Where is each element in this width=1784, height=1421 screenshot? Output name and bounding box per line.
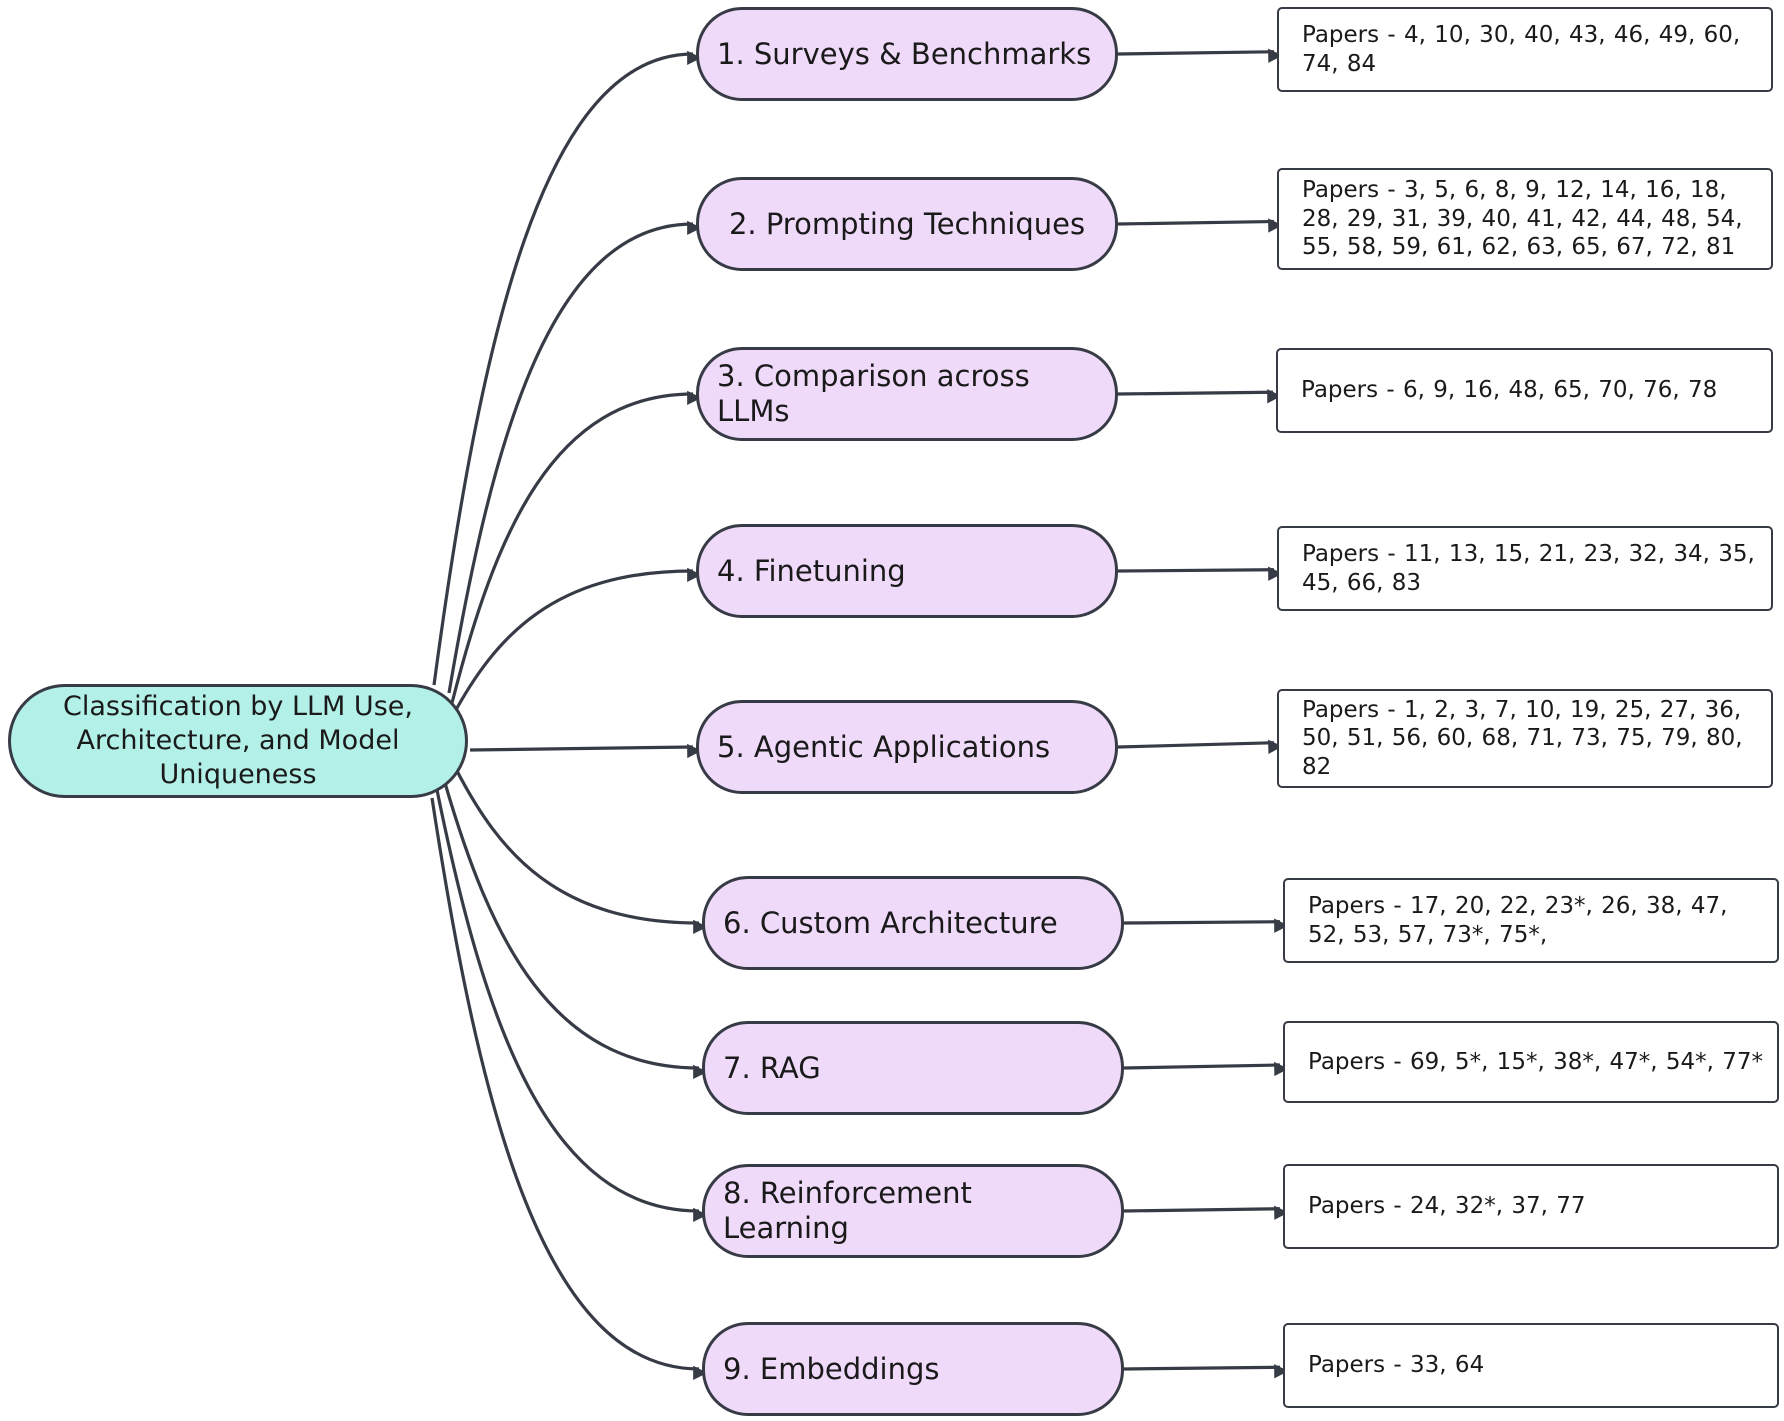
connector-root-to-category-2 xyxy=(447,220,702,694)
category-node-prompting-techniques: 2. Prompting Techniques xyxy=(696,177,1118,271)
category-label: 1. Surveys & Benchmarks xyxy=(717,36,1092,71)
connector-category-to-papers-9 xyxy=(1123,1364,1289,1379)
category-label: 5. Agentic Applications xyxy=(717,729,1051,764)
papers-box-finetuning: Papers - 11, 13, 15, 21, 23, 32, 34, 35,… xyxy=(1277,526,1773,611)
connector-category-to-papers-4 xyxy=(1117,566,1283,581)
papers-list: Papers - 17, 20, 22, 23*, 26, 38, 47, 52… xyxy=(1308,893,1728,948)
papers-list: Papers - 24, 32*, 37, 77 xyxy=(1308,1193,1586,1220)
papers-list: Papers - 3, 5, 6, 8, 9, 12, 14, 16, 18, … xyxy=(1302,177,1743,261)
category-label: 7. RAG xyxy=(723,1050,821,1085)
connector-category-to-papers-7 xyxy=(1123,1061,1289,1077)
papers-list: Papers - 4, 10, 30, 40, 43, 46, 49, 60, … xyxy=(1302,22,1741,77)
connector-root-to-category-1 xyxy=(432,50,702,686)
category-label: 3. Comparison across LLMs xyxy=(717,359,1030,428)
papers-list: Papers - 69, 5*, 15*, 38*, 47*, 54*, 77* xyxy=(1308,1048,1764,1075)
papers-list: Papers - 1, 2, 3, 7, 10, 19, 25, 27, 36,… xyxy=(1302,696,1743,780)
category-label: 6. Custom Architecture xyxy=(723,905,1058,940)
category-label: 4. Finetuning xyxy=(717,553,906,588)
root-label: Classification by LLM Use, Architecture,… xyxy=(63,691,413,790)
category-node-rag: 7. RAG xyxy=(702,1021,1124,1115)
papers-box-embeddings: Papers - 33, 64 xyxy=(1283,1323,1779,1408)
connector-category-to-papers-2 xyxy=(1117,218,1283,233)
connector-category-to-papers-8 xyxy=(1123,1205,1289,1220)
connector-root-to-category-9 xyxy=(430,797,708,1381)
category-label: 2. Prompting Techniques xyxy=(728,206,1086,241)
connector-root-to-category-4 xyxy=(450,567,702,718)
connector-root-to-category-8 xyxy=(435,789,708,1223)
connector-category-to-papers-6 xyxy=(1123,918,1289,933)
connector-category-to-papers-3 xyxy=(1117,389,1282,404)
papers-list: Papers - 33, 64 xyxy=(1308,1352,1485,1379)
papers-box-prompting-techniques: Papers - 3, 5, 6, 8, 9, 12, 14, 16, 18, … xyxy=(1277,168,1773,270)
category-node-reinforcement-learning: 8. Reinforcement Learning xyxy=(702,1164,1124,1258)
connector-root-to-category-5 xyxy=(469,743,702,759)
root-node: Classification by LLM Use, Architecture,… xyxy=(8,684,468,798)
connector-root-to-category-7 xyxy=(443,782,708,1080)
connector-category-to-papers-5 xyxy=(1117,739,1283,754)
papers-box-rag: Papers - 69, 5*, 15*, 38*, 47*, 54*, 77* xyxy=(1283,1021,1779,1103)
connector-root-to-category-3 xyxy=(450,390,702,704)
connector-category-to-papers-1 xyxy=(1117,48,1283,63)
papers-box-comparison-across-llms: Papers - 6, 9, 16, 48, 65, 70, 76, 78 xyxy=(1276,348,1773,433)
category-node-surveys-benchmarks: 1. Surveys & Benchmarks xyxy=(696,7,1118,101)
papers-box-reinforcement-learning: Papers - 24, 32*, 37, 77 xyxy=(1283,1164,1779,1249)
papers-box-surveys-benchmarks: Papers - 4, 10, 30, 40, 43, 46, 49, 60, … xyxy=(1277,7,1773,92)
papers-box-agentic-applications: Papers - 1, 2, 3, 7, 10, 19, 25, 27, 36,… xyxy=(1277,689,1773,788)
papers-box-custom-architecture: Papers - 17, 20, 22, 23*, 26, 38, 47, 52… xyxy=(1283,878,1779,963)
category-label: 8. Reinforcement Learning xyxy=(723,1176,972,1245)
category-node-comparison-across-llms: 3. Comparison across LLMs xyxy=(696,347,1118,441)
category-label: 9. Embeddings xyxy=(723,1351,940,1386)
connector-root-to-category-6 xyxy=(454,768,708,935)
papers-list: Papers - 6, 9, 16, 48, 65, 70, 76, 78 xyxy=(1301,377,1718,404)
category-node-agentic-applications: 5. Agentic Applications xyxy=(696,700,1118,794)
category-node-custom-architecture: 6. Custom Architecture xyxy=(702,876,1124,970)
category-node-finetuning: 4. Finetuning xyxy=(696,524,1118,618)
category-node-embeddings: 9. Embeddings xyxy=(702,1322,1124,1416)
papers-list: Papers - 11, 13, 15, 21, 23, 32, 34, 35,… xyxy=(1302,541,1755,596)
